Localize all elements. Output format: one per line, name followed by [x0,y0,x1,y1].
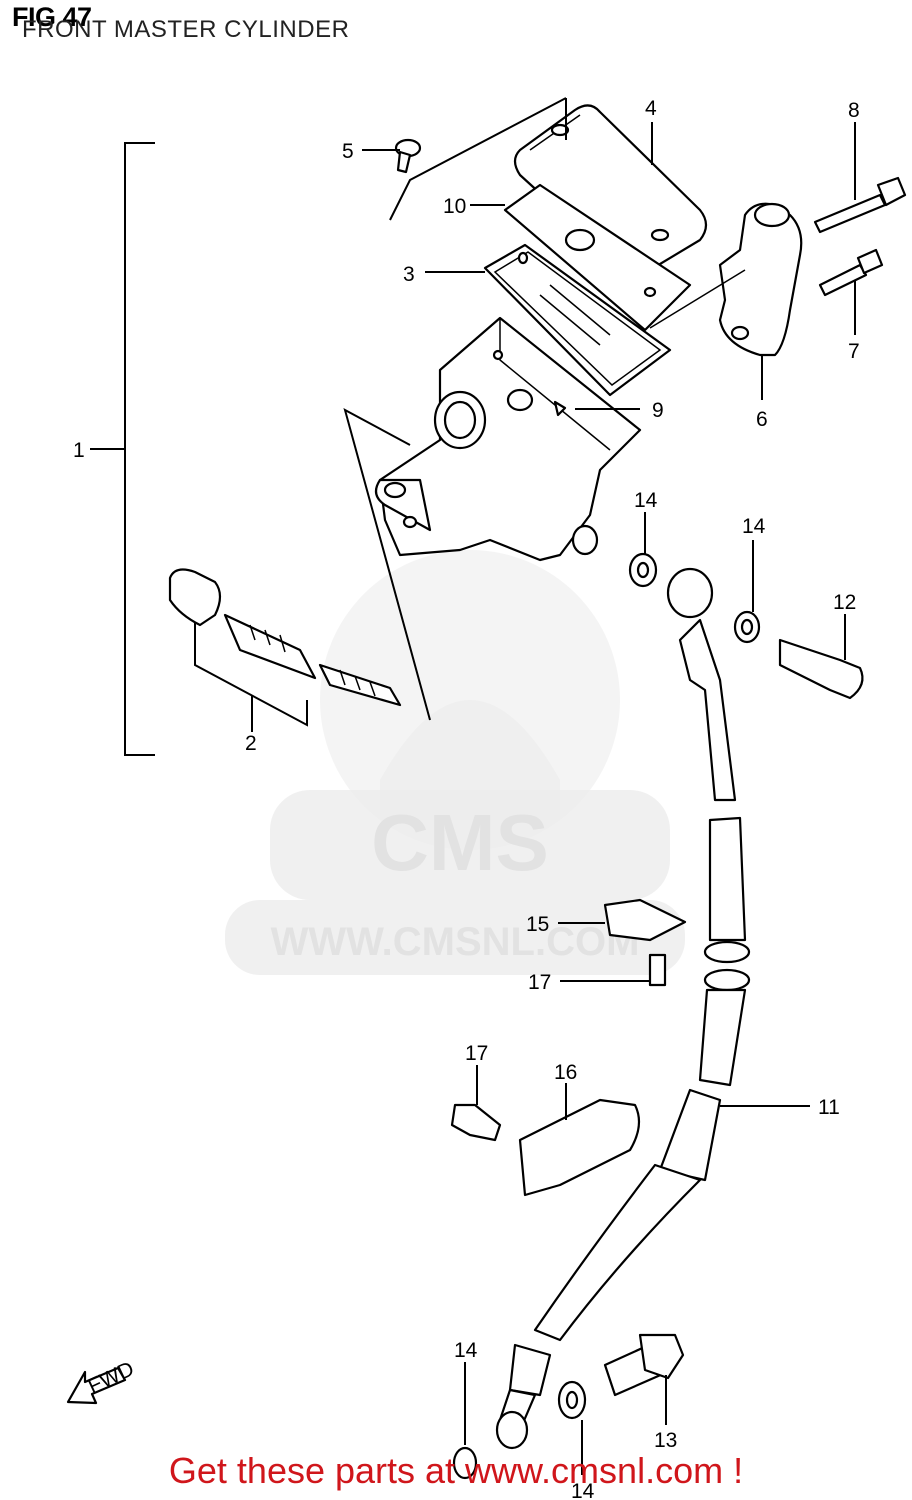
assembly-bracket [90,142,155,756]
figure-title: FIG 47 [12,2,92,32]
callout-14c: 14 [454,1339,478,1362]
fwd-label: FWD [85,1357,138,1398]
callout-5: 5 [342,140,354,163]
bolt-17-upper [648,953,667,987]
callout-17b: 17 [465,1042,488,1065]
clamp-bolts [813,176,907,297]
diaphragm [483,243,672,397]
callout-6: 6 [756,408,768,431]
brake-hose [495,618,751,1450]
washers-banjo [628,552,864,700]
callout-7: 7 [848,340,860,363]
footer-link[interactable]: Get these parts at www.cmsnl.com ! [168,1450,744,1491]
callout-labels: 1 2 3 4 5 6 7 8 9 10 11 12 13 14 14 14 1… [73,97,860,1500]
callout-16: 16 [554,1061,577,1084]
callout-14b: 14 [742,515,766,538]
diaphragm-plate [503,183,692,332]
callout-10: 10 [443,195,466,218]
callout-8: 8 [848,99,860,122]
screw [394,138,422,174]
watermark: CMS WWW.CMSNL.COM [225,550,685,975]
fwd-arrow: FWD [66,1357,138,1405]
callout-3: 3 [403,263,415,286]
master-cylinder-body [374,316,642,562]
holder-clamp [649,202,803,357]
watermark-url: WWW.CMSNL.COM [271,920,640,964]
callout-2: 2 [245,732,257,755]
figure-subtitle: FRONT MASTER CYLINDER [22,16,350,43]
bolt-17-lower [450,1103,502,1142]
callout-leaders [362,122,856,1475]
callout-4: 4 [645,97,657,120]
watermark-brand: CMS [371,798,549,887]
callout-13: 13 [654,1429,677,1452]
piston-assembly [168,568,402,732]
callout-12: 12 [833,591,856,614]
lower-banjo-bolt [452,1333,685,1480]
callout-17a: 17 [528,971,551,994]
callout-9: 9 [652,399,664,422]
reservoir-cap [513,104,708,276]
callout-14a: 14 [634,489,658,512]
callout-11: 11 [818,1096,840,1119]
hose-clamp [603,898,687,942]
callout-15: 15 [526,913,549,936]
callout-14d: 14 [571,1480,595,1500]
callout-1: 1 [73,439,85,462]
bracket [518,1098,641,1197]
